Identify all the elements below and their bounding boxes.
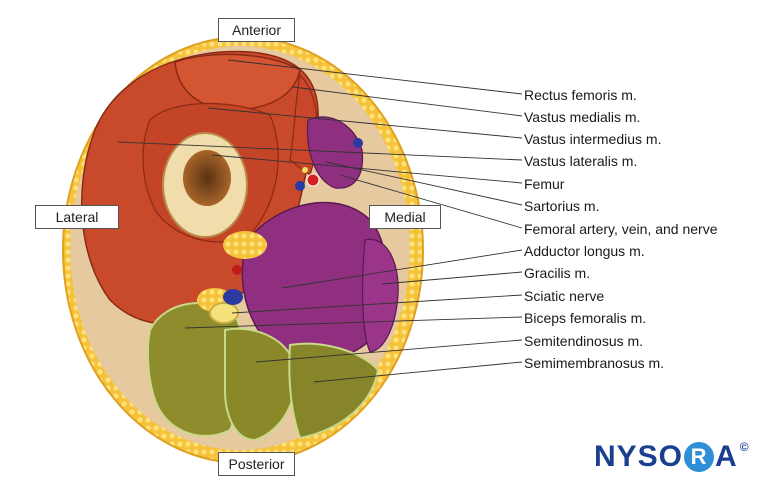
leader-line-rectus-femoris xyxy=(227,59,523,95)
label-sciatic-nerve: Sciatic nerve xyxy=(524,288,605,304)
leader-line-biceps-femoralis xyxy=(184,316,523,329)
label-semitendinosus: Semitendinosus m. xyxy=(524,333,644,349)
intermuscular-fat xyxy=(223,231,267,259)
saphenous-vein xyxy=(353,138,363,148)
label-vastus-intermedius: Vastus intermedius m. xyxy=(524,131,662,147)
medial-label: Medial xyxy=(369,205,441,229)
logo-text-start: NYSO xyxy=(594,440,684,473)
semimembranosus-region xyxy=(288,342,380,440)
logo-circle-letter: R xyxy=(684,442,715,472)
label-biceps-femoralis: Biceps femoralis m. xyxy=(524,310,647,326)
leader-line-vastus-medialis xyxy=(292,86,523,117)
leader-line-gracilis xyxy=(381,271,523,285)
leader-line-vastus-intermedius xyxy=(207,107,523,139)
posterior-vessel xyxy=(223,289,243,305)
label-sartorius: Sartorius m. xyxy=(524,198,600,214)
anterior-label: Anterior xyxy=(218,18,295,42)
leader-line-sciatic-nerve xyxy=(231,294,523,314)
label-gracilis: Gracilis m. xyxy=(524,265,591,281)
leader-lines xyxy=(117,59,523,383)
label-rectus-femoris: Rectus femoris m. xyxy=(524,87,637,103)
leader-line-femoral-vessels xyxy=(339,174,523,229)
gracilis-region xyxy=(361,238,399,353)
copyright-mark: © xyxy=(739,440,750,454)
label-vastus-lateralis: Vastus lateralis m. xyxy=(524,153,638,169)
femoral-nerve xyxy=(302,167,308,173)
leader-line-semimembranosus xyxy=(313,361,523,383)
label-femoral-vessels-nerve: Femoral artery, vein, and nerve xyxy=(524,221,718,237)
leader-line-adductor-longus xyxy=(281,249,523,289)
leader-line-semitendinosus xyxy=(255,339,523,363)
leader-line-femur xyxy=(211,154,523,184)
femoral-artery xyxy=(306,173,320,187)
rectus-femoris-region xyxy=(174,53,301,111)
posterior-label: Posterior xyxy=(218,452,295,476)
lateral-label: Lateral xyxy=(35,205,119,229)
femur-marrow xyxy=(183,150,231,206)
nysora-logo: NYSO R A © xyxy=(594,440,750,474)
leader-line-sartorius xyxy=(325,161,523,206)
posterior-artery xyxy=(232,265,242,275)
leader-line-vastus-lateralis xyxy=(117,141,523,161)
label-semimembranosus: Semimembranosus m. xyxy=(524,355,665,371)
label-vastus-medialis: Vastus medialis m. xyxy=(524,109,641,125)
label-femur: Femur xyxy=(524,176,565,192)
label-adductor-longus: Adductor longus m. xyxy=(524,243,645,259)
femoral-vein xyxy=(295,181,305,191)
sartorius-region xyxy=(306,116,364,189)
logo-text-end: A xyxy=(715,440,738,473)
semitendinosus-region xyxy=(224,327,297,442)
